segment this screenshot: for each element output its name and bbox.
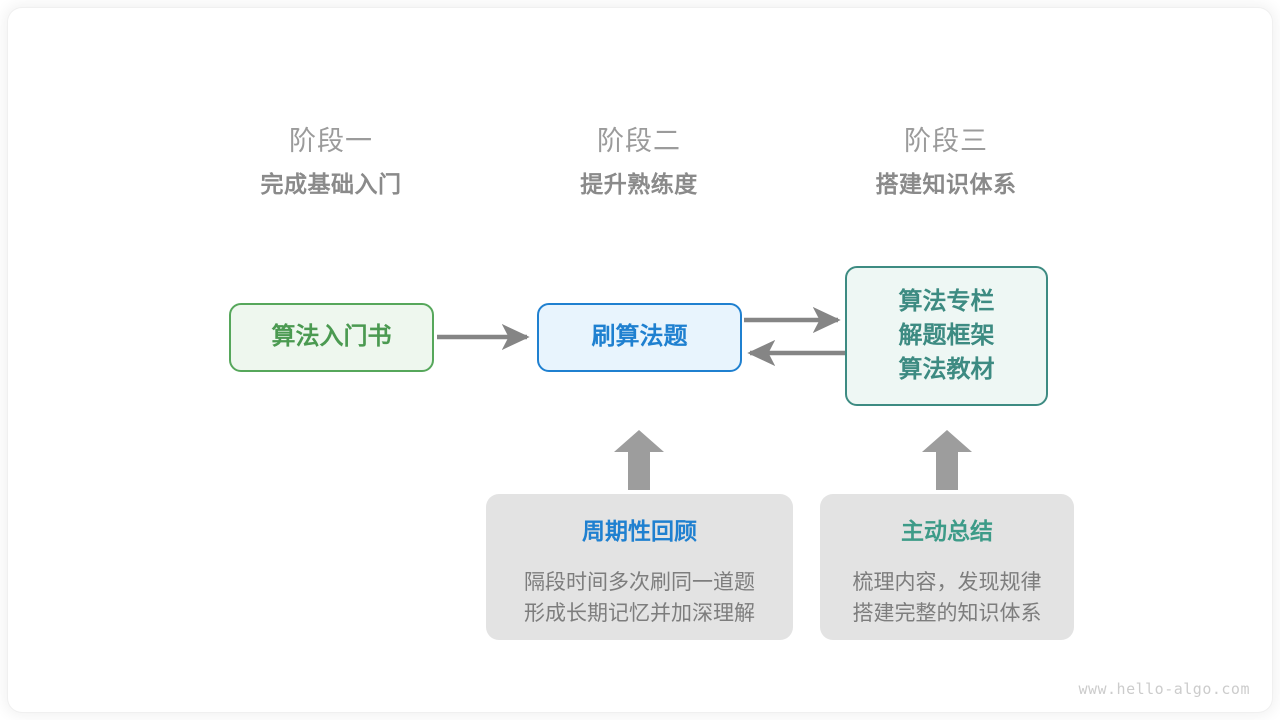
stage-title-label: 完成基础入门 xyxy=(260,171,402,197)
node-line: 解题框架 xyxy=(898,321,995,349)
tip-active-summary[interactable]: 主动总结 梳理内容，发现规律 搭建完整的知识体系 xyxy=(820,494,1074,640)
node-intro-book[interactable]: 算法入门书 xyxy=(229,303,434,372)
tip-body-line: 形成长期记忆并加深理解 xyxy=(524,602,755,626)
stage-header-3: 阶段三 搭建知识体系 xyxy=(816,128,1076,196)
node-line: 刷算法题 xyxy=(591,323,688,351)
stage-phase-label: 阶段二 xyxy=(597,126,681,156)
tip-body: 梳理内容，发现规律 搭建完整的知识体系 xyxy=(853,567,1042,629)
tip-periodic-review[interactable]: 周期性回顾 隔段时间多次刷同一道题 形成长期记忆并加深理解 xyxy=(486,494,793,640)
watermark-url: www.hello-algo.com xyxy=(1078,680,1250,698)
stage-header-1: 阶段一 完成基础入门 xyxy=(201,128,461,196)
stage-phase-label: 阶段三 xyxy=(904,126,988,156)
tip-body: 隔段时间多次刷同一道题 形成长期记忆并加深理解 xyxy=(524,567,755,629)
node-line: 算法入门书 xyxy=(271,323,392,351)
node-advanced-resources[interactable]: 算法专栏 解题框架 算法教材 xyxy=(845,266,1048,406)
node-line: 算法教材 xyxy=(898,356,995,384)
node-line: 算法专栏 xyxy=(898,287,995,315)
stage-title-label: 搭建知识体系 xyxy=(875,171,1017,197)
stage-title-label: 提升熟练度 xyxy=(580,171,698,197)
tip-body-line: 隔段时间多次刷同一道题 xyxy=(524,571,755,594)
tip-body-line: 搭建完整的知识体系 xyxy=(852,602,1042,626)
tip-title: 周期性回顾 xyxy=(582,518,697,544)
tip-body-line: 梳理内容，发现规律 xyxy=(852,571,1042,594)
node-practice-problems[interactable]: 刷算法题 xyxy=(537,303,742,372)
tip-title: 主动总结 xyxy=(901,518,993,544)
stage-phase-label: 阶段一 xyxy=(289,126,373,156)
stage-header-2: 阶段二 提升熟练度 xyxy=(509,128,769,196)
